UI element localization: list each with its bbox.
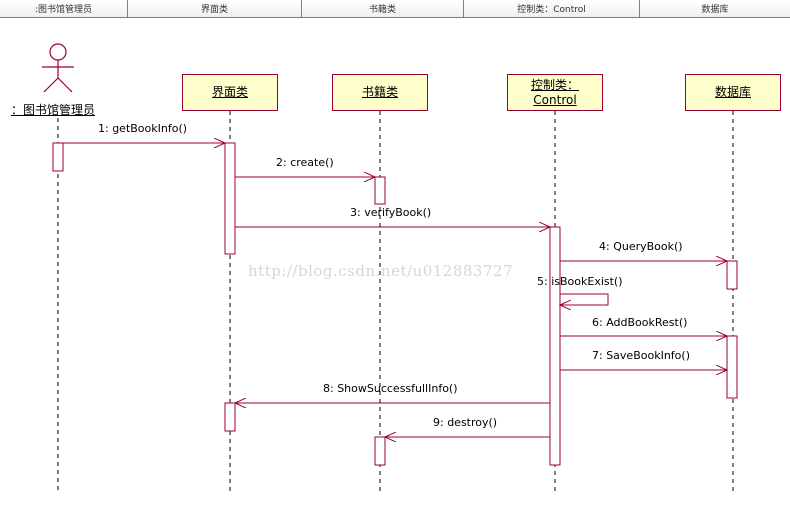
message-label-8: 8: ShowSuccessfullInfo() — [323, 382, 458, 395]
activation-ui-2 — [224, 402, 236, 432]
activation-book-1 — [374, 176, 386, 205]
message-label-5: 5: isBookExist() — [537, 275, 623, 288]
object-control: 控制类： Control — [507, 74, 603, 111]
header-col-book: 书籍类 — [302, 0, 464, 17]
arrow-m5 — [560, 293, 609, 305]
actor-label: ：图书馆管理员 — [11, 103, 96, 117]
message-label-4: 4: QueryBook() — [599, 240, 683, 253]
object-book: 书籍类 — [332, 74, 428, 111]
actor-icon — [42, 43, 74, 93]
header-col-librarian: :图书馆管理员 — [0, 0, 128, 17]
object-db: 数据库 — [685, 74, 781, 111]
activation-ui-1 — [224, 142, 236, 255]
message-label-6: 6: AddBookRest() — [592, 316, 688, 329]
header-col-control: 控制类：Control — [464, 0, 640, 17]
message-label-1: 1: getBookInfo() — [98, 122, 188, 135]
object-ui-label: 界面类 — [211, 85, 248, 99]
activation-book-2 — [374, 436, 386, 466]
activation-librarian — [52, 142, 64, 172]
message-label-7: 7: SaveBookInfo() — [592, 349, 690, 362]
watermark: http://blog.csdn.net/u012883727 — [248, 262, 514, 280]
object-control-label-1: 控制类： — [530, 77, 579, 92]
object-control-label-2: Control — [533, 92, 577, 107]
object-book-label: 书籍类 — [361, 85, 398, 99]
header-col-db: 数据库 — [640, 0, 790, 17]
message-label-3: 3: verifyBook() — [350, 206, 432, 219]
activation-control — [549, 226, 561, 466]
object-db-label: 数据库 — [714, 85, 751, 99]
object-ui: 界面类 — [182, 74, 278, 111]
activation-db-1 — [726, 260, 738, 290]
message-label-9: 9: destroy() — [433, 416, 498, 429]
swimlane-header: :图书馆管理员 界面类 书籍类 控制类：Control 数据库 — [0, 0, 790, 18]
header-col-ui: 界面类 — [128, 0, 302, 17]
activation-db-2 — [726, 335, 738, 399]
message-label-2: 2: create() — [276, 156, 334, 169]
